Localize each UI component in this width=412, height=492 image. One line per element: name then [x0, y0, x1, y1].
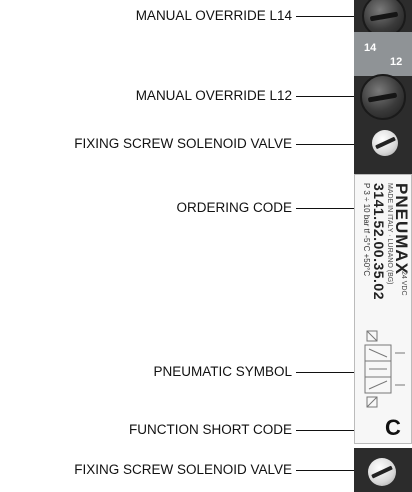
port-label-12: 12 [390, 56, 403, 68]
knob-slot-icon [368, 91, 398, 103]
screw-slot-icon [371, 465, 393, 479]
voltage-text: 24 VDC [400, 271, 407, 296]
label-function-short-code: FUNCTION SHORT CODE [128, 422, 292, 437]
ordering-code-text: 3141.52.00.35.02 [371, 183, 387, 300]
leader-ordering-code [296, 208, 358, 209]
leader-fixing-screw-top [296, 144, 376, 145]
label-manual-override-l14: MANUAL OVERRIDE L14 [135, 8, 292, 23]
label-ordering-code: ORDERING CODE [176, 200, 292, 215]
label-fixing-screw-bottom: FIXING SCREW SOLENOID VALVE [74, 462, 292, 477]
leader-manual-override-l14 [296, 16, 360, 17]
screw-slot-icon [374, 136, 396, 150]
fixing-screw-top-icon[interactable] [372, 130, 398, 156]
leader-function-short-code [296, 430, 378, 431]
leader-manual-override-l12 [296, 96, 360, 97]
function-short-code-letter: C [385, 415, 401, 440]
label-fixing-screw-top: FIXING SCREW SOLENOID VALVE [74, 136, 292, 151]
label-pneumatic-symbol: PNEUMATIC SYMBOL [153, 364, 292, 379]
manual-override-l12-knob[interactable] [360, 74, 406, 120]
port-label-14: 14 [364, 42, 377, 54]
made-in-text: MADE IN ITALY · LURANO (BG) [386, 183, 393, 285]
fixing-screw-bottom-icon[interactable] [368, 458, 396, 486]
specs-text: P 3 ÷ 10 bar tf -5°C +50°C [362, 183, 371, 277]
leader-pneumatic-symbol [296, 372, 380, 373]
solenoid-grey-port-section: 14 12 [354, 32, 412, 76]
valve-label-panel: PNEUMAX MADE IN ITALY · LURANO (BG) 3141… [354, 174, 412, 444]
pneumatic-symbol-icon [364, 330, 405, 408]
leader-fixing-screw-bottom [296, 470, 368, 471]
brand-logo-text: PNEUMAX [392, 183, 411, 276]
knob-slot-icon [369, 11, 399, 21]
label-manual-override-l12: MANUAL OVERRIDE L12 [135, 88, 292, 103]
